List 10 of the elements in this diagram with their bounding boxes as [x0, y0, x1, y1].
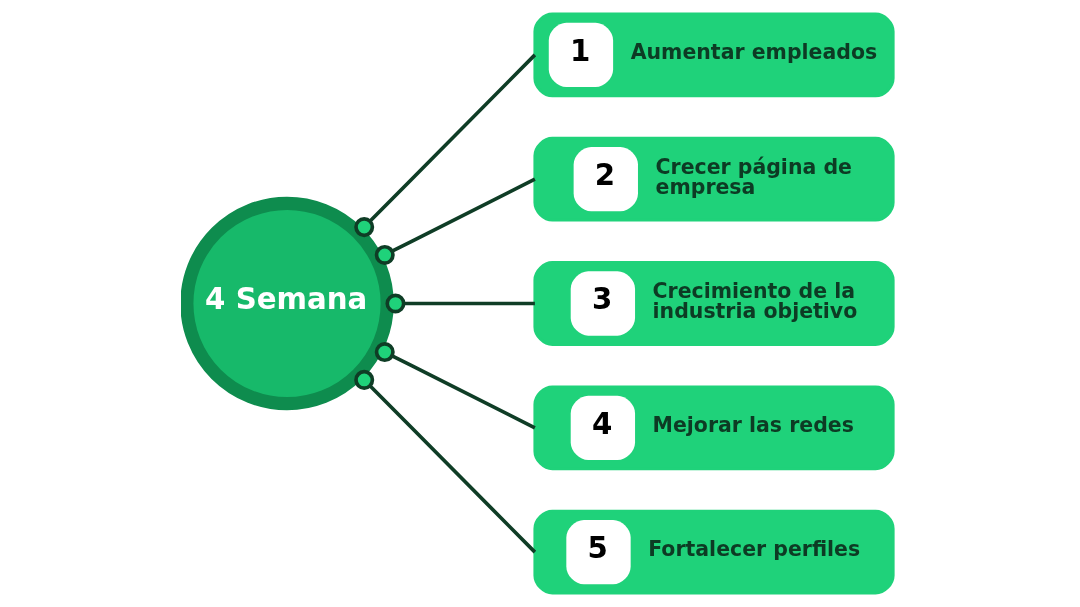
node-box: 3 Crecimiento de la industria objetivo [533, 261, 895, 346]
node-box: 5 Fortalecer perfiles [533, 509, 895, 595]
connector [385, 293, 535, 314]
node-box: 4 Mejorar las redes [533, 385, 895, 471]
connector [374, 342, 536, 430]
connector [354, 53, 537, 238]
node-box: 2 Crecer página de empresa [533, 136, 895, 222]
connector [354, 369, 537, 554]
node-box: 1 Aumentar empleados [533, 12, 895, 98]
connector [374, 177, 536, 265]
